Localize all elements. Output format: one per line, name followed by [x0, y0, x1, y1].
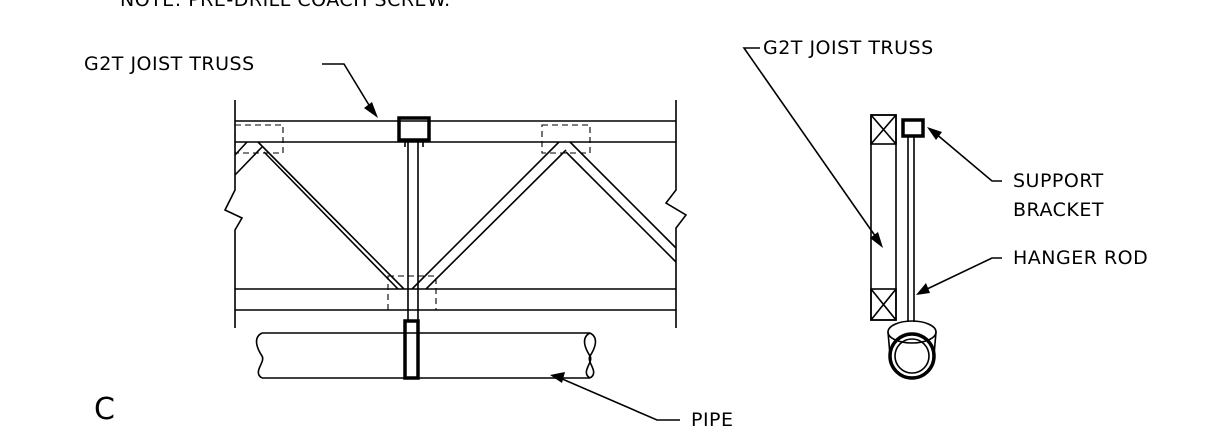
leader-support-bracket [927, 127, 1002, 182]
truss-section [870, 114, 937, 380]
note-text: NOTE: PRE-DRILL COACH SCREW. [120, 0, 451, 11]
leader-hanger-rod [916, 257, 1002, 295]
right-break-line [664, 100, 688, 328]
gusset-right [541, 124, 591, 154]
truss-right-label: G2T JOIST TRUSS [763, 37, 934, 59]
gusset-left [234, 124, 284, 154]
truss-left-label: G2T JOIST TRUSS [84, 53, 255, 75]
pipe-elevation [255, 332, 597, 379]
pipe-label: PIPE [691, 409, 734, 431]
left-break-line [223, 100, 244, 328]
hanger-rod-label: HANGER ROD [1013, 247, 1149, 269]
leader-truss-left [322, 63, 378, 118]
leader-truss-right [742, 47, 883, 248]
support-bracket [397, 116, 431, 142]
pipe-section-inner [894, 338, 930, 374]
bracket-label: BRACKET [1013, 199, 1104, 221]
leader-pipe [550, 372, 680, 421]
pipe-clamp [403, 319, 420, 380]
truss-elevation [223, 100, 688, 380]
support-label: SUPPORT [1013, 170, 1104, 192]
truss-webs [234, 141, 677, 290]
support-bracket-section [901, 118, 925, 138]
detail-letter: C [94, 392, 115, 427]
gusset-bottom [387, 275, 437, 311]
pipe-section-outer [888, 332, 936, 380]
